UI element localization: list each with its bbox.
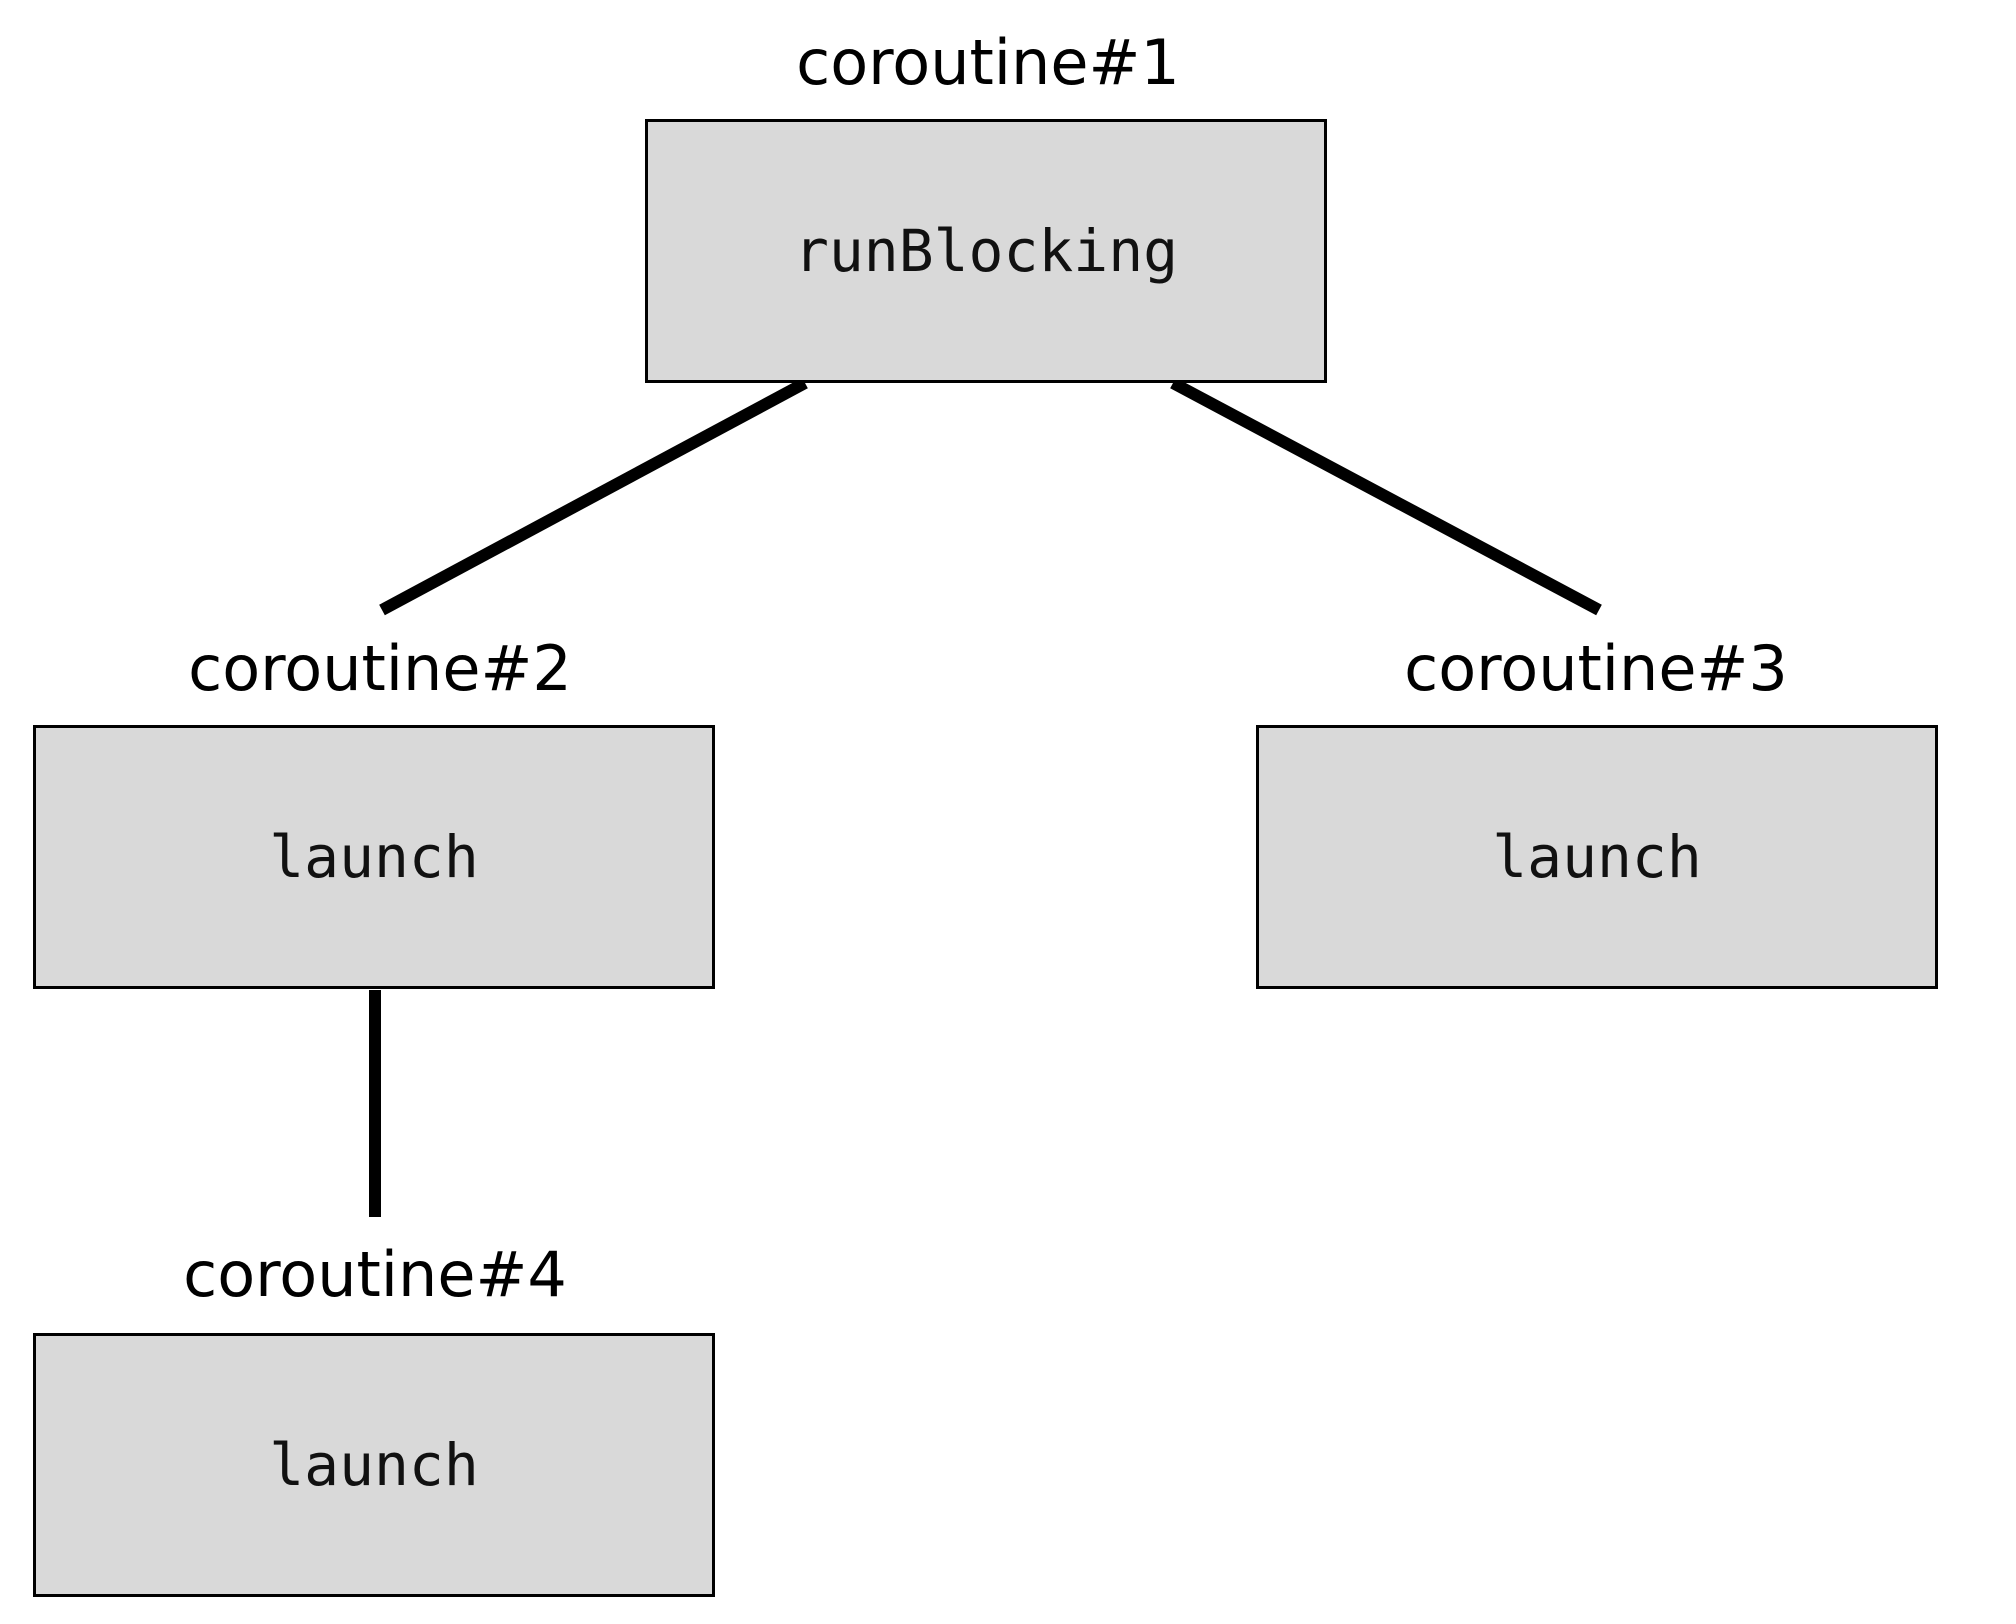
- coroutine-4-box: launch: [33, 1333, 715, 1597]
- coroutine-1-label: runBlocking: [793, 217, 1179, 285]
- coroutine-1-caption: coroutine#1: [796, 26, 1180, 99]
- coroutine-4-label: launch: [269, 1431, 479, 1499]
- coroutine-4-caption: coroutine#4: [183, 1238, 567, 1311]
- edge-coroutine1-coroutine3: [1170, 377, 1602, 616]
- coroutine-3-caption: coroutine#3: [1404, 632, 1788, 705]
- coroutine-3-label: launch: [1492, 823, 1702, 891]
- coroutine-3-box: launch: [1256, 725, 1938, 989]
- coroutine-2-caption: coroutine#2: [188, 632, 572, 705]
- edge-coroutine1-coroutine2: [379, 377, 808, 616]
- coroutine-1-box: runBlocking: [645, 119, 1327, 383]
- coroutine-2-label: launch: [269, 823, 479, 891]
- coroutine-2-box: launch: [33, 725, 715, 989]
